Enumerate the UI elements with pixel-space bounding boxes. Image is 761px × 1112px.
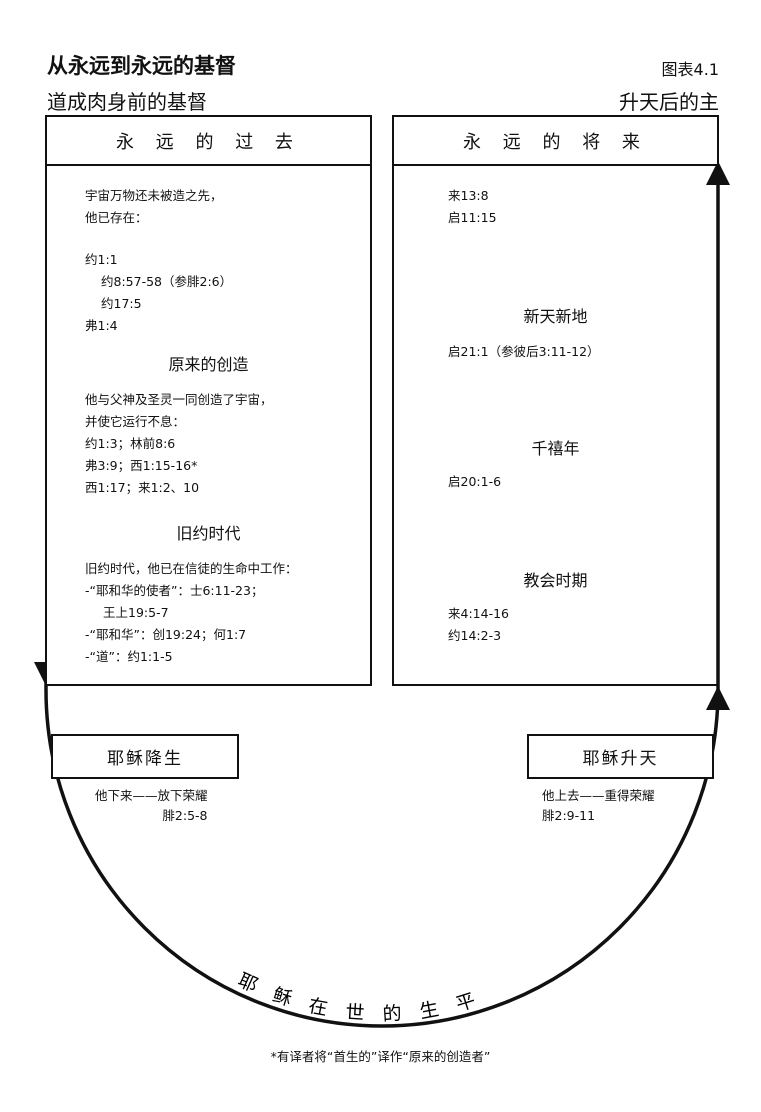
scripture-ref: 来4:14-16	[448, 606, 509, 621]
text-line: 他下来——放下荣耀	[95, 788, 208, 803]
scripture-ref: 约14:2-3	[448, 628, 502, 643]
text-line: -“耶和华”：创19:24；何1:7	[85, 627, 247, 642]
scripture-ref: 约1:3；林前8:6	[85, 436, 176, 451]
incarnation-label: 耶稣降生	[51, 734, 239, 779]
arc-line	[44, 180, 720, 1028]
scripture-ref: 弗3:9；西1:15-16*	[85, 458, 198, 473]
section-heading: 新天新地	[523, 307, 588, 326]
arrow-up-icon	[706, 686, 730, 710]
box-heading: 永 远 的 过 去	[47, 117, 370, 166]
text-line: -“道”：约1:1-5	[85, 649, 173, 664]
text-line: 他已存在：	[85, 210, 148, 225]
scripture-ref: 弗1:4	[85, 318, 118, 333]
text-line: 他与父神及圣灵一同创造了宇宙，	[85, 392, 273, 407]
eternal-past-box: 永 远 的 过 去 宇宙万物还未被造之先， 他已存在： 约1:1 约8:57-5…	[45, 115, 372, 686]
scripture-ref: 腓2:5-8	[162, 808, 208, 823]
section-heading: 原来的创造	[168, 355, 249, 374]
box-heading: 永 远 的 将 来	[394, 117, 717, 166]
scripture-ref: 西1:17；来1:2、10	[85, 480, 200, 495]
text-line: 他上去——重得荣耀	[542, 788, 655, 803]
scripture-ref: 启11:15	[448, 210, 497, 225]
section-heading: 教会时期	[523, 571, 588, 590]
text-line: -“耶和华的使者”：士6:11-23；	[85, 583, 264, 598]
figure-number: 图表4.1	[661, 60, 719, 79]
scripture-ref: 启20:1-6	[448, 474, 502, 489]
text-line: 并使它运行不息：	[85, 414, 186, 429]
scripture-ref: 启21:1（参彼后3:11-12）	[448, 344, 600, 359]
section-heading: 旧约时代	[176, 524, 241, 543]
footnote: *有译者将“首生的”译作“原来的创造者”	[270, 1049, 491, 1064]
scripture-ref: 约8:57-58（参腓2:6）	[101, 274, 233, 289]
scripture-ref: 约1:1	[85, 252, 118, 267]
page-title: 从永远到永远的基督	[47, 54, 236, 78]
left-subtitle: 道成肉身前的基督	[47, 90, 207, 114]
right-subtitle: 升天后的主	[619, 90, 719, 114]
section-heading: 千禧年	[531, 439, 580, 458]
ascension-label: 耶稣升天	[527, 734, 714, 779]
scripture-ref: 腓2:9-11	[542, 808, 596, 823]
text-line: 旧约时代，他已在信徒的生命中工作：	[85, 561, 298, 576]
ascension-text: 他上去——重得荣耀 腓2:9-11	[542, 786, 655, 826]
incarnation-text: 他下来——放下荣耀 腓2:5-8	[95, 786, 208, 826]
scripture-ref: 约17:5	[101, 296, 142, 311]
scripture-ref: 来13:8	[448, 188, 489, 203]
text-line: 王上19:5-7	[103, 605, 169, 620]
text-line: 宇宙万物还未被造之先，	[85, 188, 223, 203]
eternal-future-box: 永 远 的 将 来 来13:8 启11:15 新天新地 启21:1（参彼后3:1…	[392, 115, 719, 686]
